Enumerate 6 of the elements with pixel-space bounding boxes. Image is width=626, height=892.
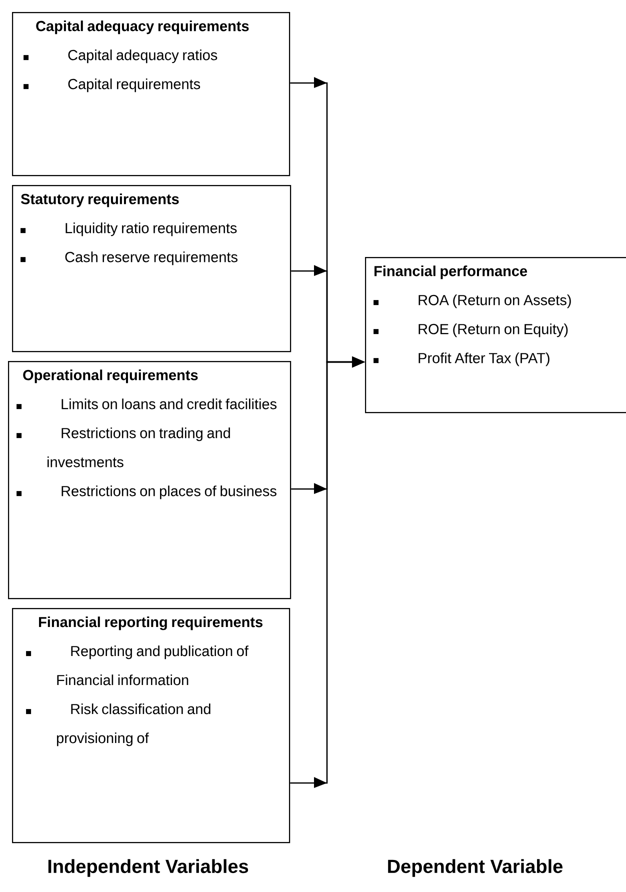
variable-box: Capital adequacy requirements Capital adequacy ratios Capital requirements [12, 12, 290, 176]
variable-box: Financial performance ROA (Return on Assets) ROE (Return on Equity) Profit After Tax (PAT) [365, 257, 626, 414]
variable-box: Operational requirements Limits on loans and credit facilities Restrictions on trading and investments Restrictions on places of business [8, 361, 292, 600]
variable-box: Financial reporting requirements Reporting and publication of Financial information Risk classification and provisioning of [12, 608, 290, 844]
column-heading: Dependent Variable [388, 859, 562, 877]
variable-box: Statutory requirements Liquidity ratio requirements Cash reserve requirements [12, 185, 292, 352]
